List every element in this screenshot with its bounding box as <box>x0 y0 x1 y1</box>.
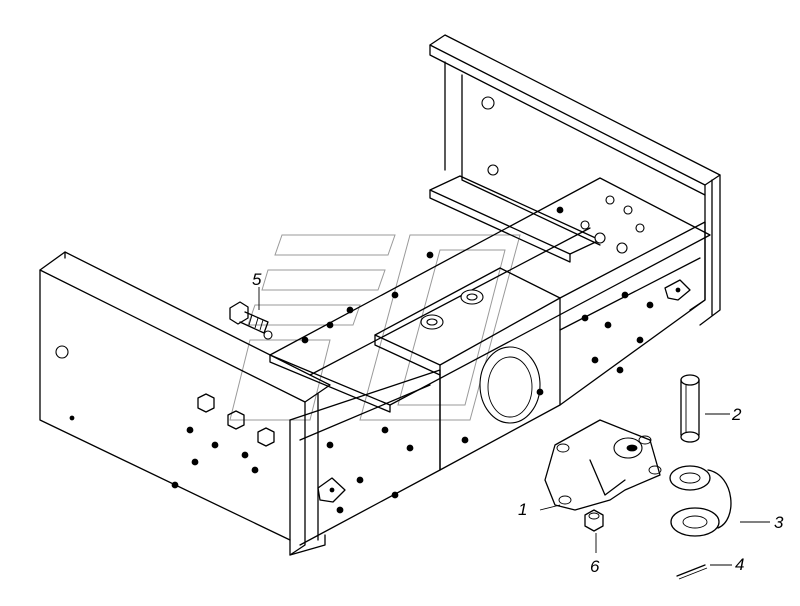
pin-part <box>680 374 700 443</box>
callout-label-3: 3 <box>774 513 784 532</box>
bolt-part <box>229 301 269 334</box>
nut-part <box>584 509 604 532</box>
coupling-flange-part <box>544 419 662 511</box>
callout-label-1: 1 <box>518 500 527 519</box>
shackle-part <box>669 465 732 537</box>
right-cross-member <box>559 221 706 406</box>
side-beam-nuts <box>171 393 275 489</box>
callout-label-5: 5 <box>252 270 262 289</box>
callout-label-4: 4 <box>735 555 744 574</box>
callout-label-6: 6 <box>590 557 600 576</box>
front-lower-channel <box>289 369 441 546</box>
callout-label-2: 2 <box>731 405 742 424</box>
leader-lines <box>258 287 770 566</box>
top-deck-plate <box>269 177 711 413</box>
left-side-beam <box>39 251 331 556</box>
cotter-pin-part <box>676 564 708 580</box>
hitch-housing <box>374 267 561 471</box>
